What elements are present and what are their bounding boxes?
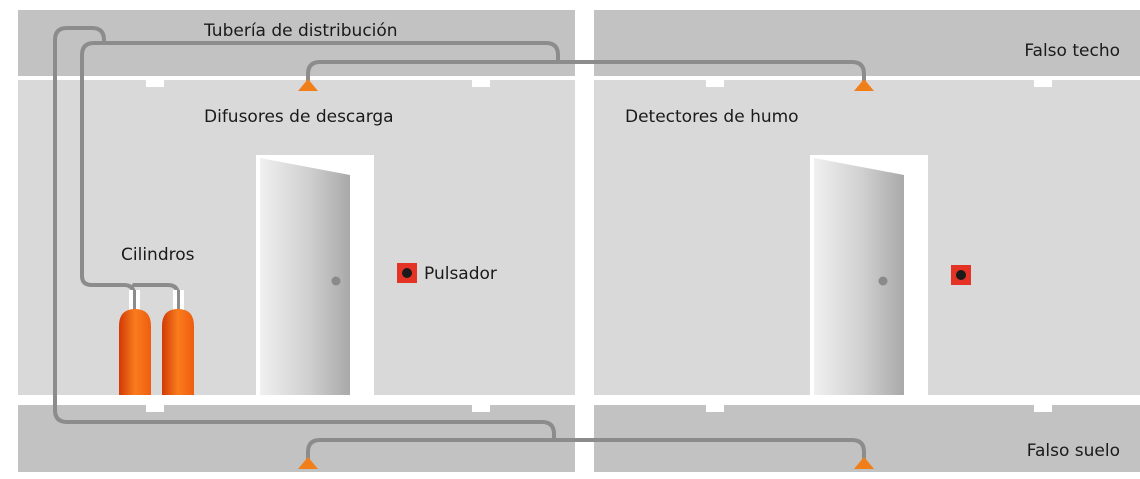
cylinder <box>119 309 151 395</box>
nozzles <box>298 79 874 469</box>
false-ceiling-label: Falso techo <box>1024 41 1120 61</box>
pulsador-dot <box>956 270 966 280</box>
pulsador-left <box>397 263 417 283</box>
false-floor-label: Falso suelo <box>1027 441 1120 461</box>
false-ceiling-right <box>594 10 1140 76</box>
detectors-label: Detectores de humo <box>625 107 799 127</box>
door-knob <box>878 276 888 286</box>
ceiling-tab <box>1034 79 1052 87</box>
pulsador-dot <box>402 268 412 278</box>
ceiling-tab <box>472 79 490 87</box>
nozzles-label: Difusores de descarga <box>204 107 394 127</box>
door-leaf <box>260 158 350 395</box>
ceiling-tab <box>146 79 164 87</box>
cylinder <box>162 309 194 395</box>
pulsador-right <box>951 265 971 285</box>
door-leaf <box>814 158 904 395</box>
floor-tab <box>706 404 724 412</box>
button-label: Pulsador <box>424 264 497 284</box>
door-knob <box>331 276 341 286</box>
ceiling-tab <box>706 79 724 87</box>
door-left <box>256 155 374 395</box>
nozzle-ceiling <box>854 79 874 91</box>
pipe-label: Tubería de distribución <box>203 21 398 41</box>
floor-tab <box>472 404 490 412</box>
floor-tab <box>1034 404 1052 412</box>
nozzle-ceiling <box>298 79 318 91</box>
nozzle-floor <box>298 457 318 469</box>
ceiling-tabs <box>146 79 1052 412</box>
nozzle-floor <box>854 457 874 469</box>
cylinders <box>119 309 194 395</box>
door-right <box>810 155 928 395</box>
floor-tab <box>146 404 164 412</box>
cylinders-label: Cilindros <box>121 245 195 265</box>
